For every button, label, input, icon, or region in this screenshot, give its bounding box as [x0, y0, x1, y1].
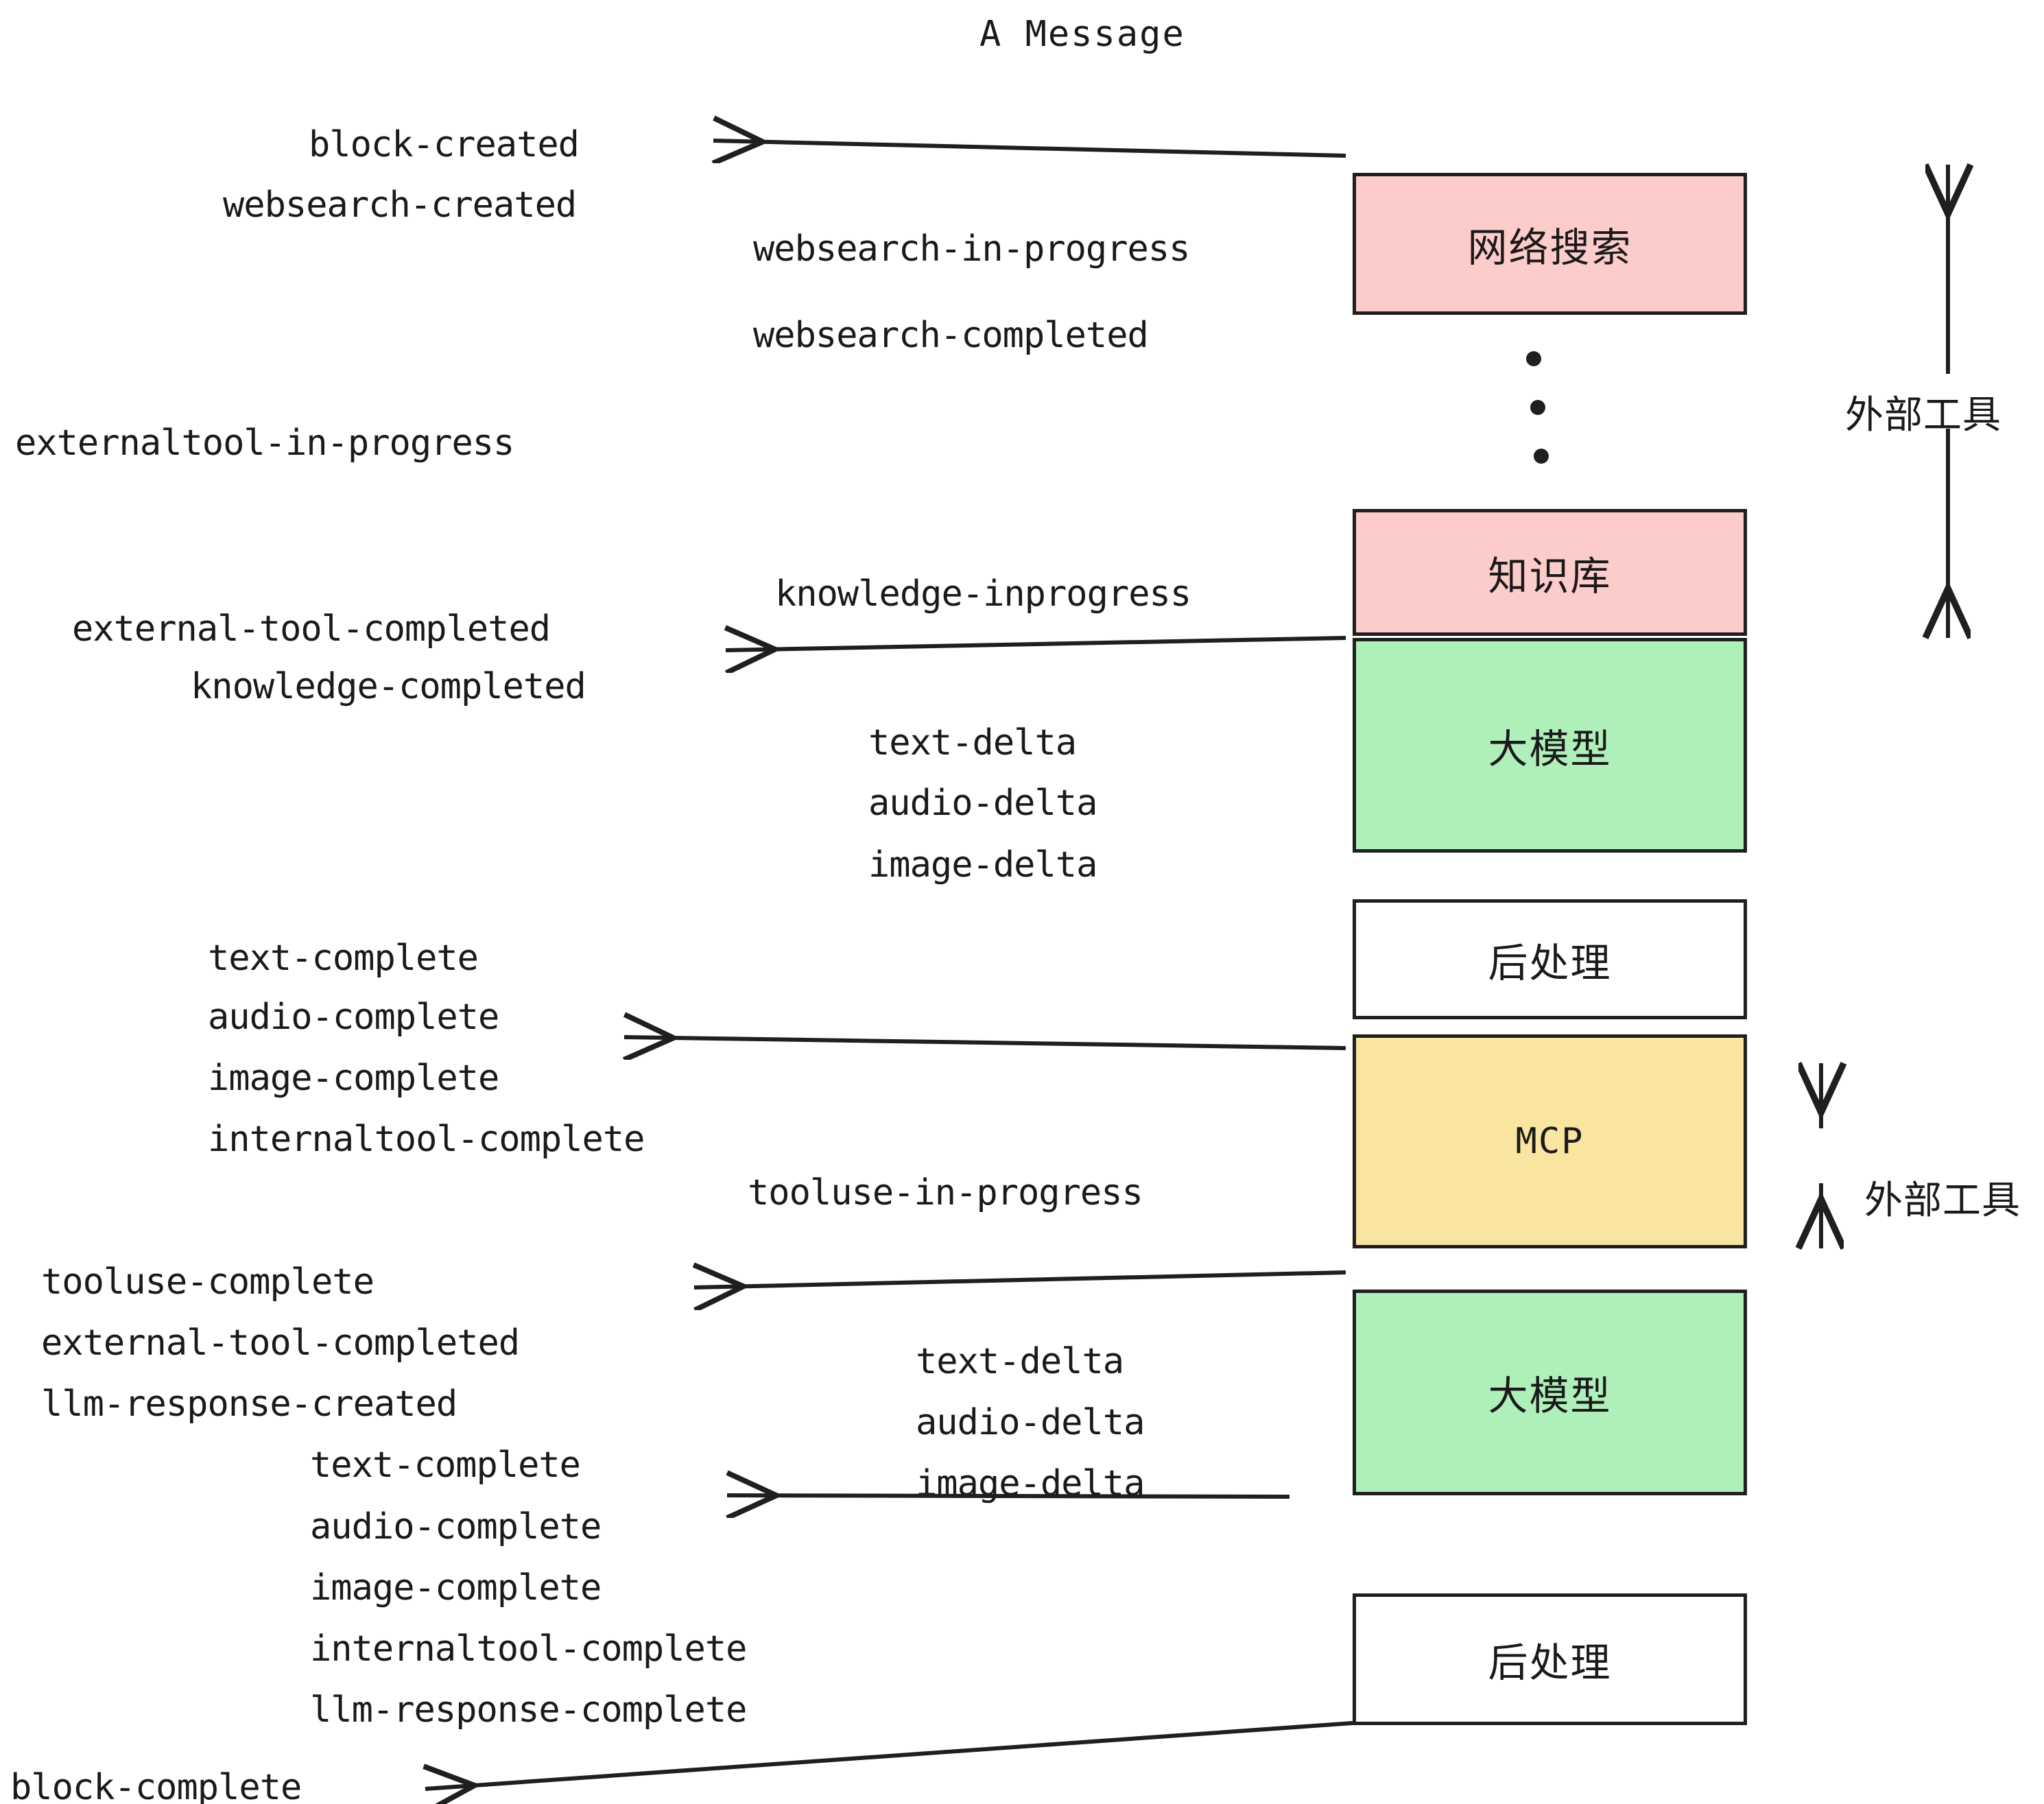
event-label-external-tool-completed-1: external-tool-completed — [72, 608, 551, 650]
stage-box-llm-1[interactable]: 大模型 — [1353, 638, 1747, 853]
arrow-tooluse-complete-icon — [694, 1272, 1346, 1287]
arrow-block-created-icon — [713, 141, 1346, 156]
event-label-image-complete-2: image-complete — [310, 1567, 602, 1609]
event-label-image-complete-1: image-complete — [208, 1058, 499, 1099]
page-title: A Message — [979, 14, 1185, 55]
event-label-websearch-in-progress: websearch-in-progress — [753, 228, 1190, 270]
stage-box-label: 大模型 — [1488, 725, 1612, 772]
stage-box-label: 网络搜索 — [1467, 224, 1632, 271]
event-label-text-delta-1: text-delta — [868, 722, 1077, 763]
stage-box-label: 后处理 — [1488, 1639, 1612, 1686]
stage-box-postprocess-1[interactable]: 后处理 — [1353, 899, 1747, 1019]
arrow-block-complete-icon — [425, 1721, 1353, 1789]
event-label-llm-response-created: llm-response-created — [41, 1384, 457, 1425]
ellipsis-dot-2 — [1530, 400, 1545, 415]
event-label-audio-delta-1: audio-delta — [868, 783, 1097, 824]
stage-box-postprocess-2[interactable]: 后处理 — [1353, 1593, 1747, 1725]
event-label-audio-complete-1: audio-complete — [208, 997, 499, 1038]
stage-box-label: 大模型 — [1488, 1373, 1612, 1419]
event-label-block-complete: block-complete — [10, 1767, 302, 1804]
ellipsis-dot-1 — [1526, 351, 1541, 366]
stage-box-label: 知识库 — [1488, 552, 1612, 600]
stage-box-llm-2[interactable]: 大模型 — [1353, 1290, 1747, 1495]
event-label-websearch-created: websearch-created — [223, 185, 577, 226]
event-label-tooluse-in-progress: tooluse-in-progress — [748, 1172, 1143, 1213]
event-label-externaltool-in-progress: externaltool-in-progress — [15, 423, 514, 464]
event-label-knowledge-completed: knowledge-completed — [191, 666, 586, 707]
stage-box-mcp[interactable]: MCP — [1353, 1034, 1747, 1248]
event-label-image-delta-1: image-delta — [868, 844, 1097, 886]
event-label-audio-delta-2: audio-delta — [916, 1402, 1145, 1443]
stage-box-knowledge[interactable]: 知识库 — [1353, 509, 1747, 636]
event-label-text-complete-2: text-complete — [310, 1445, 581, 1486]
event-label-websearch-completed: websearch-completed — [753, 315, 1149, 356]
event-label-audio-complete-2: audio-complete — [310, 1506, 602, 1547]
stage-box-websearch[interactable]: 网络搜索 — [1353, 173, 1747, 315]
event-label-llm-response-complete: llm-response-complete — [310, 1689, 747, 1731]
event-label-tooluse-complete: tooluse-complete — [41, 1261, 375, 1303]
event-label-knowledge-inprogress: knowledge-inprogress — [775, 573, 1191, 615]
arrow-image-complete-icon — [624, 1037, 1346, 1048]
ellipsis-dot-3 — [1534, 449, 1549, 464]
event-label-external-tool-completed-2: external-tool-completed — [41, 1322, 520, 1364]
stage-box-label: 后处理 — [1488, 939, 1612, 986]
arrow-knowledge-completed-icon — [726, 638, 1346, 650]
event-label-image-delta-2: image-delta — [916, 1463, 1145, 1504]
event-label-text-delta-2: text-delta — [916, 1341, 1124, 1382]
side-label-external-tools-bottom: 外部工具 — [1864, 1178, 2021, 1223]
event-label-text-complete-1: text-complete — [208, 938, 479, 979]
event-label-internaltool-complete-1: internaltool-complete — [208, 1119, 645, 1160]
stage-box-label: MCP — [1515, 1121, 1584, 1162]
event-label-block-created: block-created — [309, 124, 580, 165]
side-label-external-tools-top: 外部工具 — [1845, 393, 2001, 438]
event-label-internaltool-complete-2: internaltool-complete — [310, 1628, 747, 1670]
